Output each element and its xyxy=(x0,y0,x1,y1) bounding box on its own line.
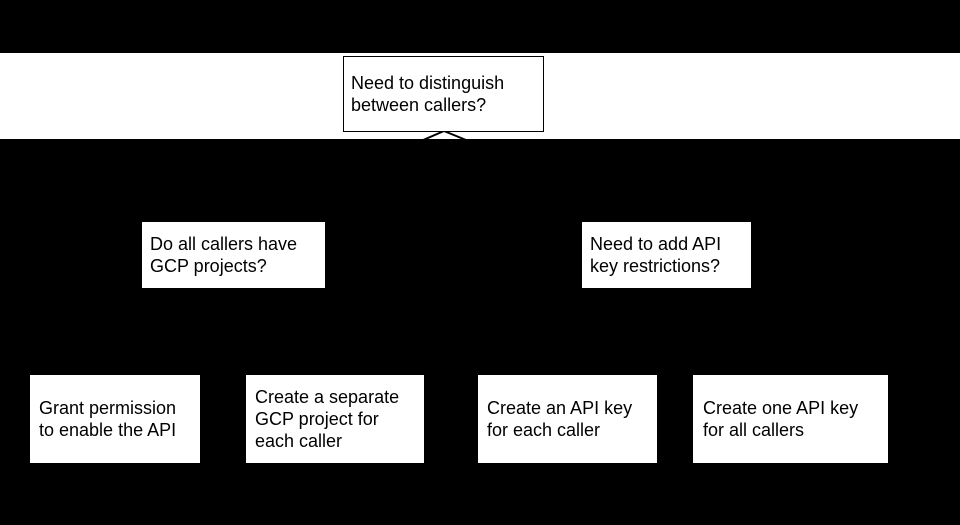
node-create-api-key-each-caller: Create an API key for each caller xyxy=(478,375,657,463)
node-text-line: Create a separate xyxy=(255,387,400,407)
node-text-line: Do all callers have xyxy=(150,234,298,254)
node-text-line: Create an API key xyxy=(487,398,633,418)
node-text-line: for all callers xyxy=(703,420,805,440)
node-create-one-api-key-all-callers: Create one API key for all callers xyxy=(693,375,888,463)
node-need-to-distinguish: Need to distinguish between callers? xyxy=(343,56,544,132)
node-text-line: Grant permission xyxy=(39,398,177,418)
node-text-line: Need to distinguish xyxy=(351,73,505,93)
node-text-line: between callers? xyxy=(351,95,487,115)
node-need-api-key-restrictions: Need to add API key restrictions? xyxy=(582,222,751,288)
node-do-all-callers-have-gcp: Do all callers have GCP projects? xyxy=(142,222,325,288)
node-grant-permission: Grant permission to enable the API xyxy=(30,375,200,463)
node-text-line: for each caller xyxy=(487,420,601,440)
node-text-line: key restrictions? xyxy=(590,256,721,276)
node-text-line: GCP project for xyxy=(255,409,379,429)
node-text-line: Create one API key xyxy=(703,398,859,418)
node-text-line: Need to add API xyxy=(590,234,722,254)
node-text-line: each caller xyxy=(255,431,343,451)
node-text-line: to enable the API xyxy=(39,420,177,440)
node-create-separate-gcp-project: Create a separate GCP project for each c… xyxy=(246,375,424,463)
node-text-line: GCP projects? xyxy=(150,256,267,276)
